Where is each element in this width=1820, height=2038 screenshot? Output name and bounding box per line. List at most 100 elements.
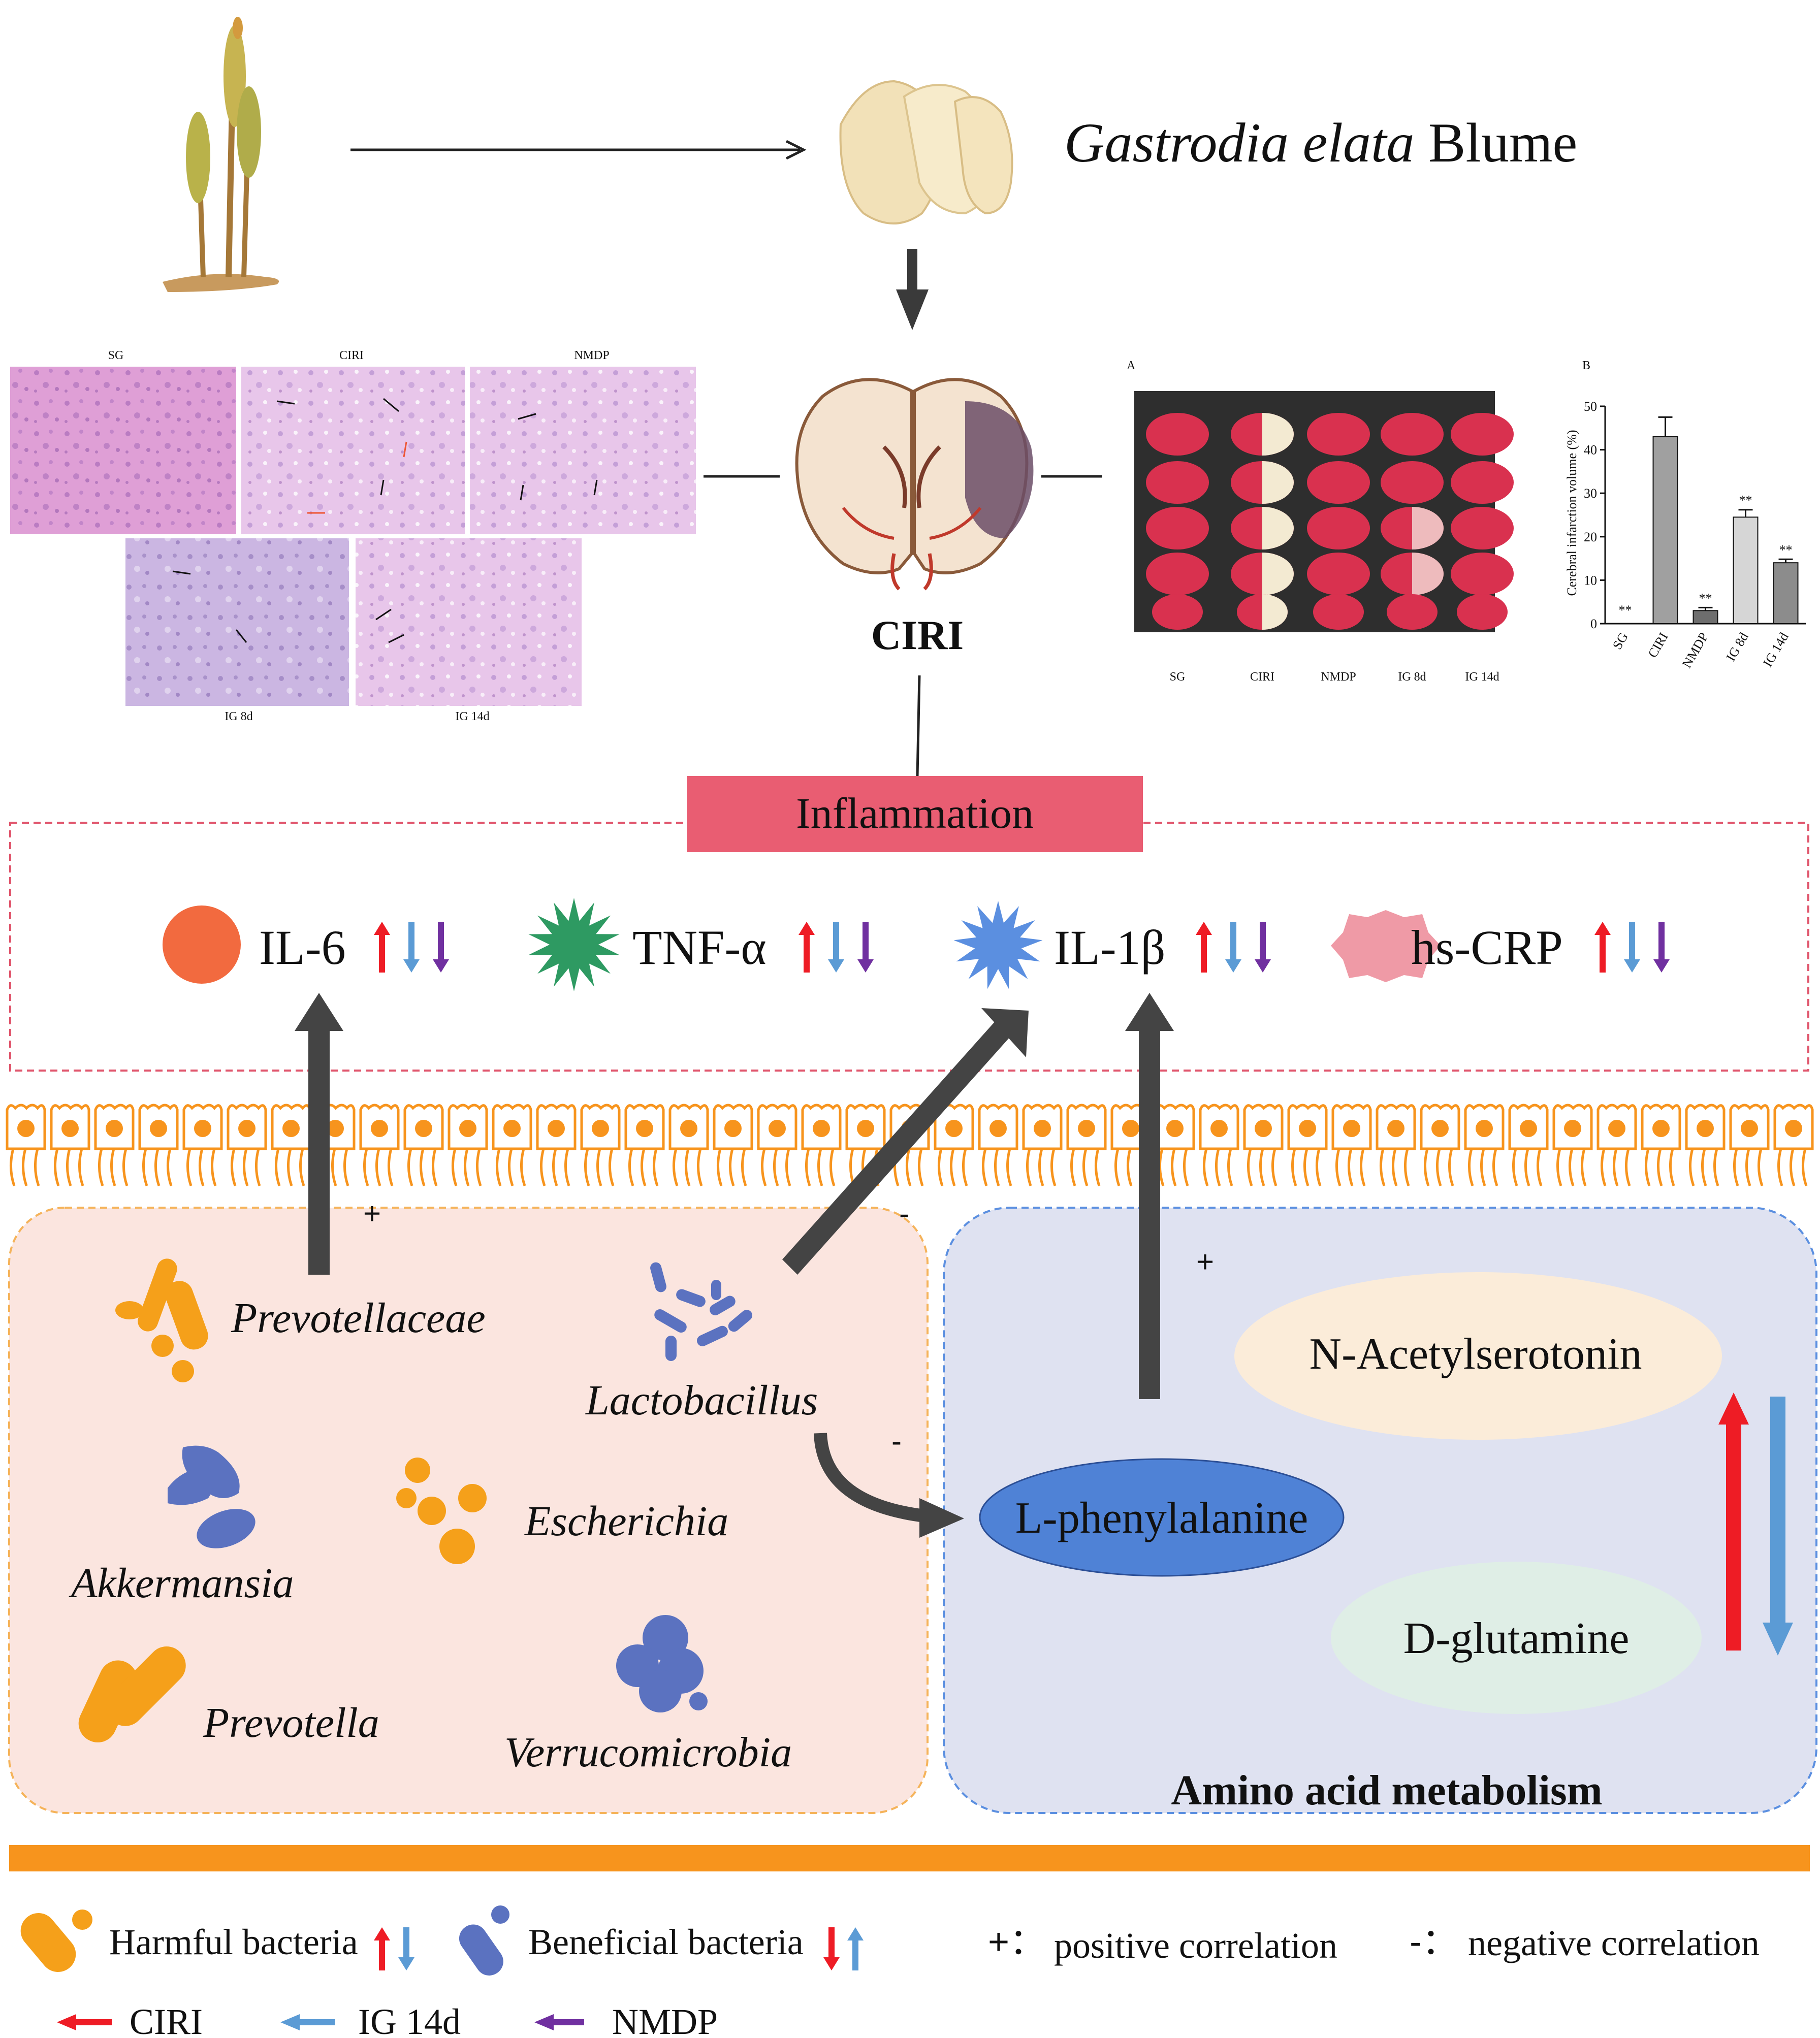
ttc-slice: [1237, 594, 1288, 630]
up-red-arrow-icon: [799, 922, 815, 973]
ttc-slice: [1451, 413, 1514, 456]
prevotellaceae-to-il6-arrow: [295, 993, 343, 1275]
he-panel-ig8d: [125, 538, 349, 706]
corr-lactobacillus-il1b: -: [899, 1196, 909, 1231]
significance-label: **: [1699, 591, 1712, 605]
he-label-nmdp: NMDP: [574, 349, 609, 362]
epithelial-cell: [182, 1104, 223, 1186]
epithelial-cell: [1199, 1104, 1239, 1186]
metabolite-up-red-arrow: [1718, 1393, 1749, 1651]
gastrodia-plant-illustration: [163, 17, 279, 292]
epithelial-cell: [1420, 1104, 1460, 1186]
ttc-slice: [1307, 461, 1370, 504]
ttc-group-label: IG 8d: [1398, 670, 1426, 684]
lactobacillus-to-phenylalanine-arrowhead: [919, 1498, 964, 1538]
legend-beneficial-bacteria: Beneficial bacteria: [528, 1922, 804, 1962]
down-blue-arrow-icon: [403, 922, 420, 973]
ttc-slice: [1307, 507, 1370, 549]
epithelial-cell: [271, 1104, 311, 1186]
ttc-panel-label: A: [1127, 359, 1136, 372]
epithelial-cell: [1729, 1104, 1770, 1186]
x-tick-label: IG 8d: [1723, 630, 1751, 664]
bacteria-akkermansia: Akkermansia: [69, 1560, 294, 1607]
ttc-slice: [1231, 553, 1294, 595]
y-tick-label: 50: [1584, 399, 1597, 414]
inflammation-title-box: [687, 776, 1143, 852]
corr-phenylalanine-il1b: +: [1196, 1245, 1214, 1279]
y-tick-label: 20: [1584, 530, 1597, 544]
epithelial-cell: [1022, 1104, 1063, 1186]
epithelial-cell: [757, 1104, 797, 1186]
ttc-slice: [1307, 553, 1370, 595]
significance-label: **: [1619, 603, 1632, 618]
bacteria-lactobacillus: Lactobacillus: [585, 1377, 818, 1424]
il6-label: IL-6: [259, 920, 346, 975]
metabolite-n-acetylserotonin: N-Acetylserotonin: [1310, 1330, 1642, 1379]
il1b-label: IL-1β: [1054, 920, 1165, 975]
ttc-slice-grid: [1146, 413, 1514, 630]
x-tick-label: SG: [1610, 630, 1631, 652]
he-panel-nmdp: [470, 367, 696, 534]
lactobacillus-to-il1b-arrow: [782, 1008, 1029, 1275]
epithelial-cell: [403, 1104, 444, 1186]
lactobacillus-icon: [650, 1262, 753, 1361]
epithelial-cell: [1685, 1104, 1726, 1186]
ttc-slice: [1152, 594, 1203, 630]
legend-nmdp: NMDP: [612, 2001, 718, 2038]
ttc-slice: [1231, 507, 1294, 549]
legend-negative-correlation: negative correlation: [1468, 1923, 1760, 1963]
prevotella-icon: [78, 1646, 186, 1742]
ttc-slice: [1451, 553, 1514, 595]
ttc-slice: [1146, 553, 1209, 595]
up-red-arrow-icon: [1594, 922, 1611, 973]
x-tick-label: IG 14d: [1760, 630, 1792, 670]
epithelial-cell: [1287, 1104, 1328, 1186]
brain-to-inflammation-line: [916, 675, 921, 777]
epithelial-cell: [580, 1104, 621, 1186]
x-tick-label: CIRI: [1645, 630, 1671, 661]
phenylalanine-to-il1b-arrow: [1125, 993, 1174, 1399]
epithelial-cell: [50, 1104, 90, 1186]
epithelial-cell: [536, 1104, 577, 1186]
ttc-slice: [1451, 507, 1514, 549]
he-panel-ig14d: [356, 538, 582, 706]
epithelial-cell: [359, 1104, 400, 1186]
epithelial-cell: [668, 1104, 709, 1186]
down-purple-arrow-icon: [1653, 922, 1670, 973]
legend-beneficial-up-arrow-icon: [847, 1927, 864, 1970]
legend-ciri-arrow: [57, 2014, 112, 2030]
ttc-group-label: CIRI: [1250, 670, 1274, 684]
divider-bar: [9, 1845, 1810, 1871]
lactobacillus-to-phenylalanine-curve: [814, 1433, 925, 1523]
ttc-slice: [1387, 594, 1438, 630]
epithelial-cell: [1508, 1104, 1549, 1186]
ttc-slice: [1231, 461, 1294, 504]
bacteria-prevotella: Prevotella: [203, 1699, 379, 1746]
ttc-group-label: IG 14d: [1465, 670, 1499, 684]
ttc-slice: [1146, 507, 1209, 549]
orange-circle-icon: [163, 905, 241, 984]
chart-panel-label: B: [1582, 359, 1590, 372]
n-acetylserotonin-ellipse: [1234, 1272, 1722, 1440]
verrucomicrobia-icon: [616, 1615, 708, 1712]
legend-harmful-up-arrow-icon: [374, 1927, 390, 1970]
up-red-arrow-icon: [374, 922, 390, 973]
up-red-arrow-icon: [1196, 922, 1212, 973]
y-axis-label: Cerebral infarction volume (%): [1564, 430, 1579, 596]
epithelial-cell: [1641, 1104, 1681, 1186]
metabolite-down-blue-arrow: [1763, 1397, 1793, 1656]
epithelial-cell: [1066, 1104, 1107, 1186]
legend-harmful-down-arrow-icon: [398, 1927, 414, 1970]
epithelial-cell: [1243, 1104, 1284, 1186]
l-phenylalanine-ellipse: [979, 1458, 1345, 1577]
bar: [1652, 436, 1678, 624]
ttc-group-label: SG: [1170, 670, 1186, 684]
akkermansia-icon: [168, 1445, 256, 1548]
d-glutamine-ellipse: [1331, 1562, 1702, 1714]
epithelial-cell: [713, 1104, 753, 1186]
epithelial-cell: [138, 1104, 179, 1186]
down-blue-arrow-icon: [828, 922, 844, 973]
ttc-slice: [1231, 413, 1294, 456]
brain-label: CIRI: [871, 612, 964, 658]
corr-prevotellaceae-il6: +: [363, 1196, 381, 1231]
